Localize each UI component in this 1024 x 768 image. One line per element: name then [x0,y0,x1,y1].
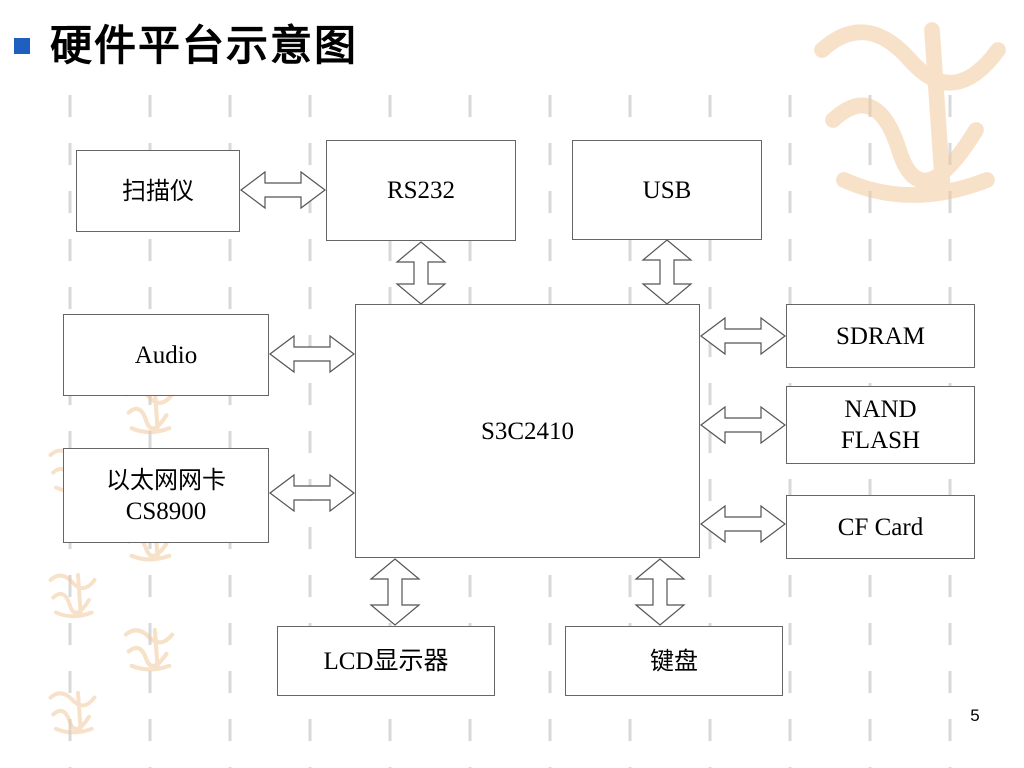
title-bullet-icon [14,38,30,54]
seal-watermark-icon [48,573,97,619]
ethernet-label-line1: 以太网网卡 [106,465,226,494]
lcd-block: LCD显示器 [277,626,495,696]
scanner-label: 扫描仪 [122,176,194,205]
seal-watermark-icon [48,690,97,735]
lcd-label: LCD显示器 [323,647,449,675]
ethernet-cpu-arrow-icon [269,473,355,513]
cpu-cfcard-arrow-icon [700,504,786,544]
cpu-lcd-arrow-icon [369,558,421,626]
rs232-cpu-arrow-icon [395,241,447,305]
cf-card-label: CF Card [837,513,924,541]
rs232-label: RS232 [386,177,456,204]
usb-block: USB [572,140,762,240]
audio-cpu-arrow-icon [269,334,355,374]
ethernet-label-line2: CS8900 [125,497,207,525]
keyboard-label: 键盘 [650,646,698,675]
cpu-nand-arrow-icon [700,405,786,445]
usb-label: USB [642,176,692,204]
audio-block: Audio [63,314,269,396]
cpu-keyboard-arrow-icon [634,558,686,626]
scanner-rs232-arrow-icon [240,170,326,210]
cpu-block: S3C2410 [355,304,700,558]
slide-title: 硬件平台示意图 [50,21,359,70]
sdram-label: SDRAM [836,322,925,350]
cpu-sdram-arrow-icon [700,316,786,356]
nand-flash-block: NAND FLASH [786,386,975,464]
seal-watermark-icon [123,387,175,435]
nand-label-line2: FLASH [840,427,921,454]
nand-label-line1: NAND [844,396,917,423]
keyboard-block: 键盘 [565,626,783,696]
page-number: 5 [970,706,980,725]
rs232-block: RS232 [326,140,516,241]
audio-label: Audio [134,341,198,369]
ethernet-block: 以太网网卡 CS8900 [63,448,269,543]
seal-watermark-icon [814,22,1006,203]
usb-cpu-arrow-icon [641,239,693,305]
scanner-block: 扫描仪 [76,150,240,232]
cf-card-block: CF Card [786,495,975,559]
seal-watermark-icon [123,627,175,672]
cpu-label: S3C2410 [480,417,575,445]
sdram-block: SDRAM [786,304,975,368]
